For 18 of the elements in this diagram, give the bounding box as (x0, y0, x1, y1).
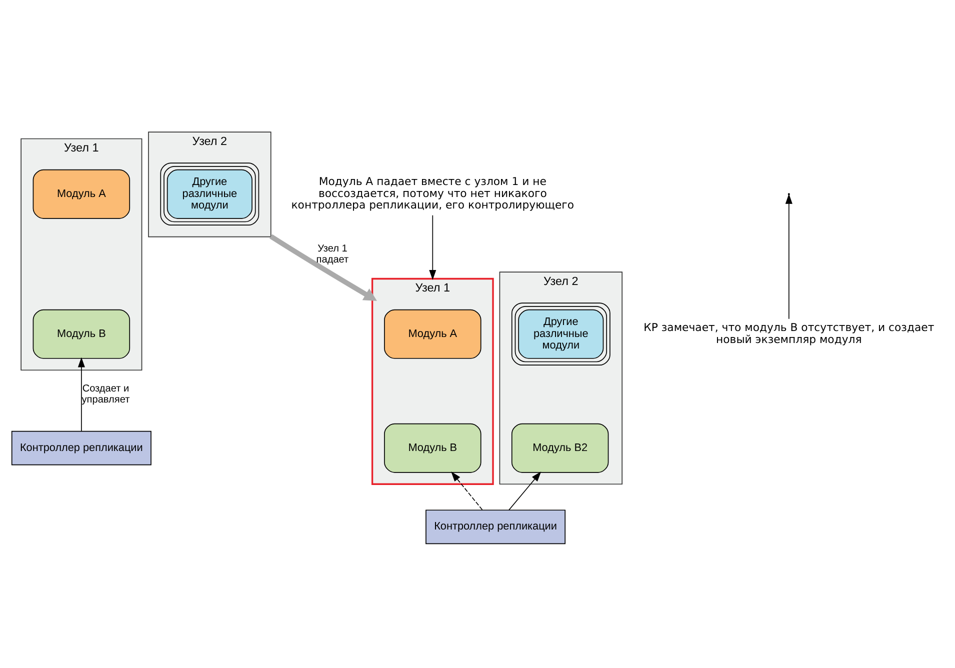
arrow (508, 471, 542, 510)
edge-label: Узел 1 падает (316, 243, 349, 265)
node-text: Модуль A падает вместе с узлом 1 и не воссоздается, потому что нет никакого контроллера репликации, его контролирующего (291, 174, 574, 212)
arrow (785, 193, 792, 319)
node-box: Другие различные модули (160, 162, 260, 226)
node-box: Модуль A (384, 308, 482, 358)
node-box: Контроллер репликации (426, 509, 566, 544)
arrow (451, 471, 483, 510)
node-box: Модуль B (32, 308, 130, 358)
node-box: Модуль A (32, 168, 130, 218)
arrow (269, 234, 377, 300)
arrow (429, 214, 436, 280)
node-box: Другие различные модули (511, 302, 610, 366)
arrow (78, 356, 85, 431)
node-box: Модуль B2 (511, 422, 609, 472)
node-text: КР замечает, что модуль B отсутствует, и создает новый экземпляр модуля (644, 320, 934, 346)
node-box: Модуль B (384, 422, 482, 472)
node-box: Контроллер репликации (11, 430, 152, 465)
